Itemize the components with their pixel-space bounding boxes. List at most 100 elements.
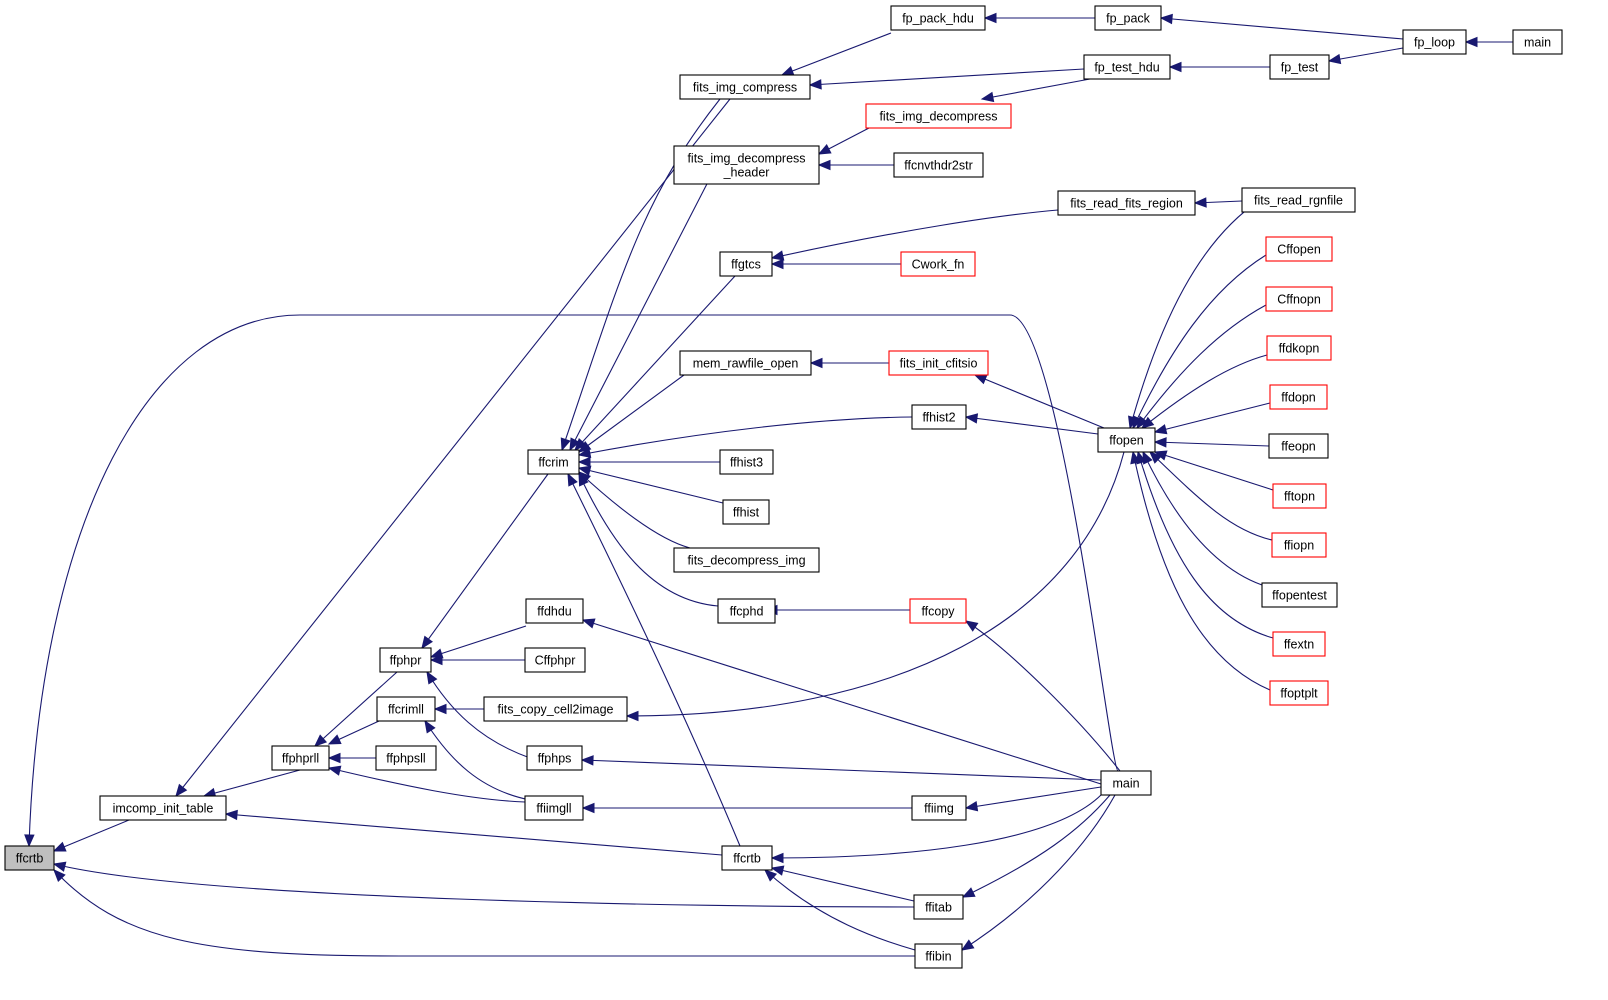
node-fits-read-fits-region[interactable]: fits_read_fits_region [1057, 190, 1196, 216]
node-box[interactable] [909, 598, 967, 624]
node-ffphprll[interactable]: ffphprll [271, 745, 330, 771]
node-fp-pack-hdu[interactable]: fp_pack_hdu [890, 5, 986, 31]
node-box[interactable] [1100, 770, 1152, 796]
node-box[interactable] [1271, 532, 1327, 558]
node-cffphpr[interactable]: Cffphpr [524, 647, 586, 673]
node-box[interactable] [1094, 5, 1162, 31]
node-box[interactable] [673, 145, 820, 185]
node-cffnopn[interactable]: Cffnopn [1265, 286, 1333, 312]
node-box[interactable] [524, 647, 586, 673]
node-box[interactable] [911, 404, 967, 430]
node-box[interactable] [900, 251, 976, 277]
node-box[interactable] [4, 845, 55, 871]
node-box[interactable] [722, 499, 770, 525]
node-ffdhdu[interactable]: ffdhdu [525, 598, 584, 624]
node-box[interactable] [526, 745, 583, 771]
node-box[interactable] [1241, 187, 1356, 213]
node-imcomp-init-table[interactable]: imcomp_init_table [99, 795, 227, 821]
node-ffcopy[interactable]: ffcopy [909, 598, 967, 624]
node-ffgtcs[interactable]: ffgtcs [719, 251, 773, 277]
node-box[interactable] [719, 251, 773, 277]
node-box[interactable] [719, 449, 774, 475]
node-ffhist2[interactable]: ffhist2 [911, 404, 967, 430]
node-ffphpr[interactable]: ffphpr [379, 647, 432, 673]
node-box[interactable] [865, 103, 1012, 129]
node-box[interactable] [890, 5, 986, 31]
node-box[interactable] [1402, 29, 1467, 55]
node-box[interactable] [721, 845, 773, 871]
node-ffhist[interactable]: ffhist [722, 499, 770, 525]
node-fits-init-cfitsio[interactable]: fits_init_cfitsio [888, 350, 989, 376]
node-box[interactable] [1266, 335, 1332, 361]
node-ffeopn[interactable]: ffeopn [1268, 433, 1329, 459]
node-fits-decompress-img[interactable]: fits_decompress_img [673, 547, 820, 573]
node-cffopen[interactable]: Cffopen [1265, 236, 1333, 262]
node-box[interactable] [1269, 680, 1329, 706]
node-box[interactable] [914, 943, 963, 969]
node-box[interactable] [1265, 286, 1333, 312]
node-box[interactable] [1057, 190, 1196, 216]
node-box[interactable] [679, 74, 811, 100]
node-box[interactable] [717, 598, 776, 624]
node-fits-img-decompress-header[interactable]: fits_img_decompress_header [673, 145, 820, 185]
node-ffcrtb-focus[interactable]: ffcrtb [4, 845, 55, 871]
node-ffibin[interactable]: ffibin [914, 943, 963, 969]
node-box[interactable] [375, 745, 437, 771]
node-box[interactable] [1272, 631, 1326, 657]
node-main-top[interactable]: main [1512, 29, 1563, 55]
node-box[interactable] [524, 795, 584, 821]
node-fftopn[interactable]: fftopn [1272, 483, 1327, 509]
node-ffopen[interactable]: ffopen [1097, 427, 1156, 453]
node-box[interactable] [893, 152, 984, 178]
node-box[interactable] [1269, 384, 1328, 410]
node-box[interactable] [1512, 29, 1563, 55]
node-ffcnvthdr2str[interactable]: ffcnvthdr2str [893, 152, 984, 178]
node-box[interactable] [379, 647, 432, 673]
node-ffoptplt[interactable]: ffoptplt [1269, 680, 1329, 706]
node-box[interactable] [483, 696, 628, 722]
node-box[interactable] [911, 795, 967, 821]
node-box[interactable] [888, 350, 989, 376]
node-box[interactable] [673, 547, 820, 573]
node-fits-img-decompress[interactable]: fits_img_decompress [865, 103, 1012, 129]
node-box[interactable] [527, 449, 580, 475]
node-box[interactable] [1268, 433, 1329, 459]
node-box[interactable] [1272, 483, 1327, 509]
node-ffitab[interactable]: ffitab [913, 894, 964, 920]
node-ffcphd[interactable]: ffcphd [717, 598, 776, 624]
node-ffdopn[interactable]: ffdopn [1269, 384, 1328, 410]
node-box[interactable] [376, 696, 436, 722]
node-ffphpsll[interactable]: ffphpsll [375, 745, 437, 771]
node-ffphps[interactable]: ffphps [526, 745, 583, 771]
node-fits-read-rgnfile[interactable]: fits_read_rgnfile [1241, 187, 1356, 213]
node-fp-test-hdu[interactable]: fp_test_hdu [1083, 54, 1171, 80]
node-ffiopn[interactable]: ffiopn [1271, 532, 1327, 558]
node-box[interactable] [1265, 236, 1333, 262]
node-fp-test[interactable]: fp_test [1269, 54, 1330, 80]
node-fits-copy-cell2image[interactable]: fits_copy_cell2image [483, 696, 628, 722]
node-ffextn[interactable]: ffextn [1272, 631, 1326, 657]
node-mem-rawfile-open[interactable]: mem_rawfile_open [679, 350, 812, 376]
node-box[interactable] [913, 894, 964, 920]
node-box[interactable] [1261, 582, 1338, 608]
node-ffcrimll[interactable]: ffcrimll [376, 696, 436, 722]
node-ffdkopn[interactable]: ffdkopn [1266, 335, 1332, 361]
node-ffcrim[interactable]: ffcrim [527, 449, 580, 475]
node-fp-loop[interactable]: fp_loop [1402, 29, 1467, 55]
node-ffiimgll[interactable]: ffiimgll [524, 795, 584, 821]
node-ffiimg[interactable]: ffiimg [911, 795, 967, 821]
node-fits-img-compress[interactable]: fits_img_compress [679, 74, 811, 100]
node-main-mid[interactable]: main [1100, 770, 1152, 796]
node-ffcrtb[interactable]: ffcrtb [721, 845, 773, 871]
node-box[interactable] [271, 745, 330, 771]
node-fp-pack[interactable]: fp_pack [1094, 5, 1162, 31]
node-ffopentest[interactable]: ffopentest [1261, 582, 1338, 608]
node-box[interactable] [1097, 427, 1156, 453]
node-box[interactable] [679, 350, 812, 376]
node-box[interactable] [1269, 54, 1330, 80]
node-box[interactable] [99, 795, 227, 821]
node-box[interactable] [1083, 54, 1171, 80]
node-cwork-fn[interactable]: Cwork_fn [900, 251, 976, 277]
node-ffhist3[interactable]: ffhist3 [719, 449, 774, 475]
node-box[interactable] [525, 598, 584, 624]
